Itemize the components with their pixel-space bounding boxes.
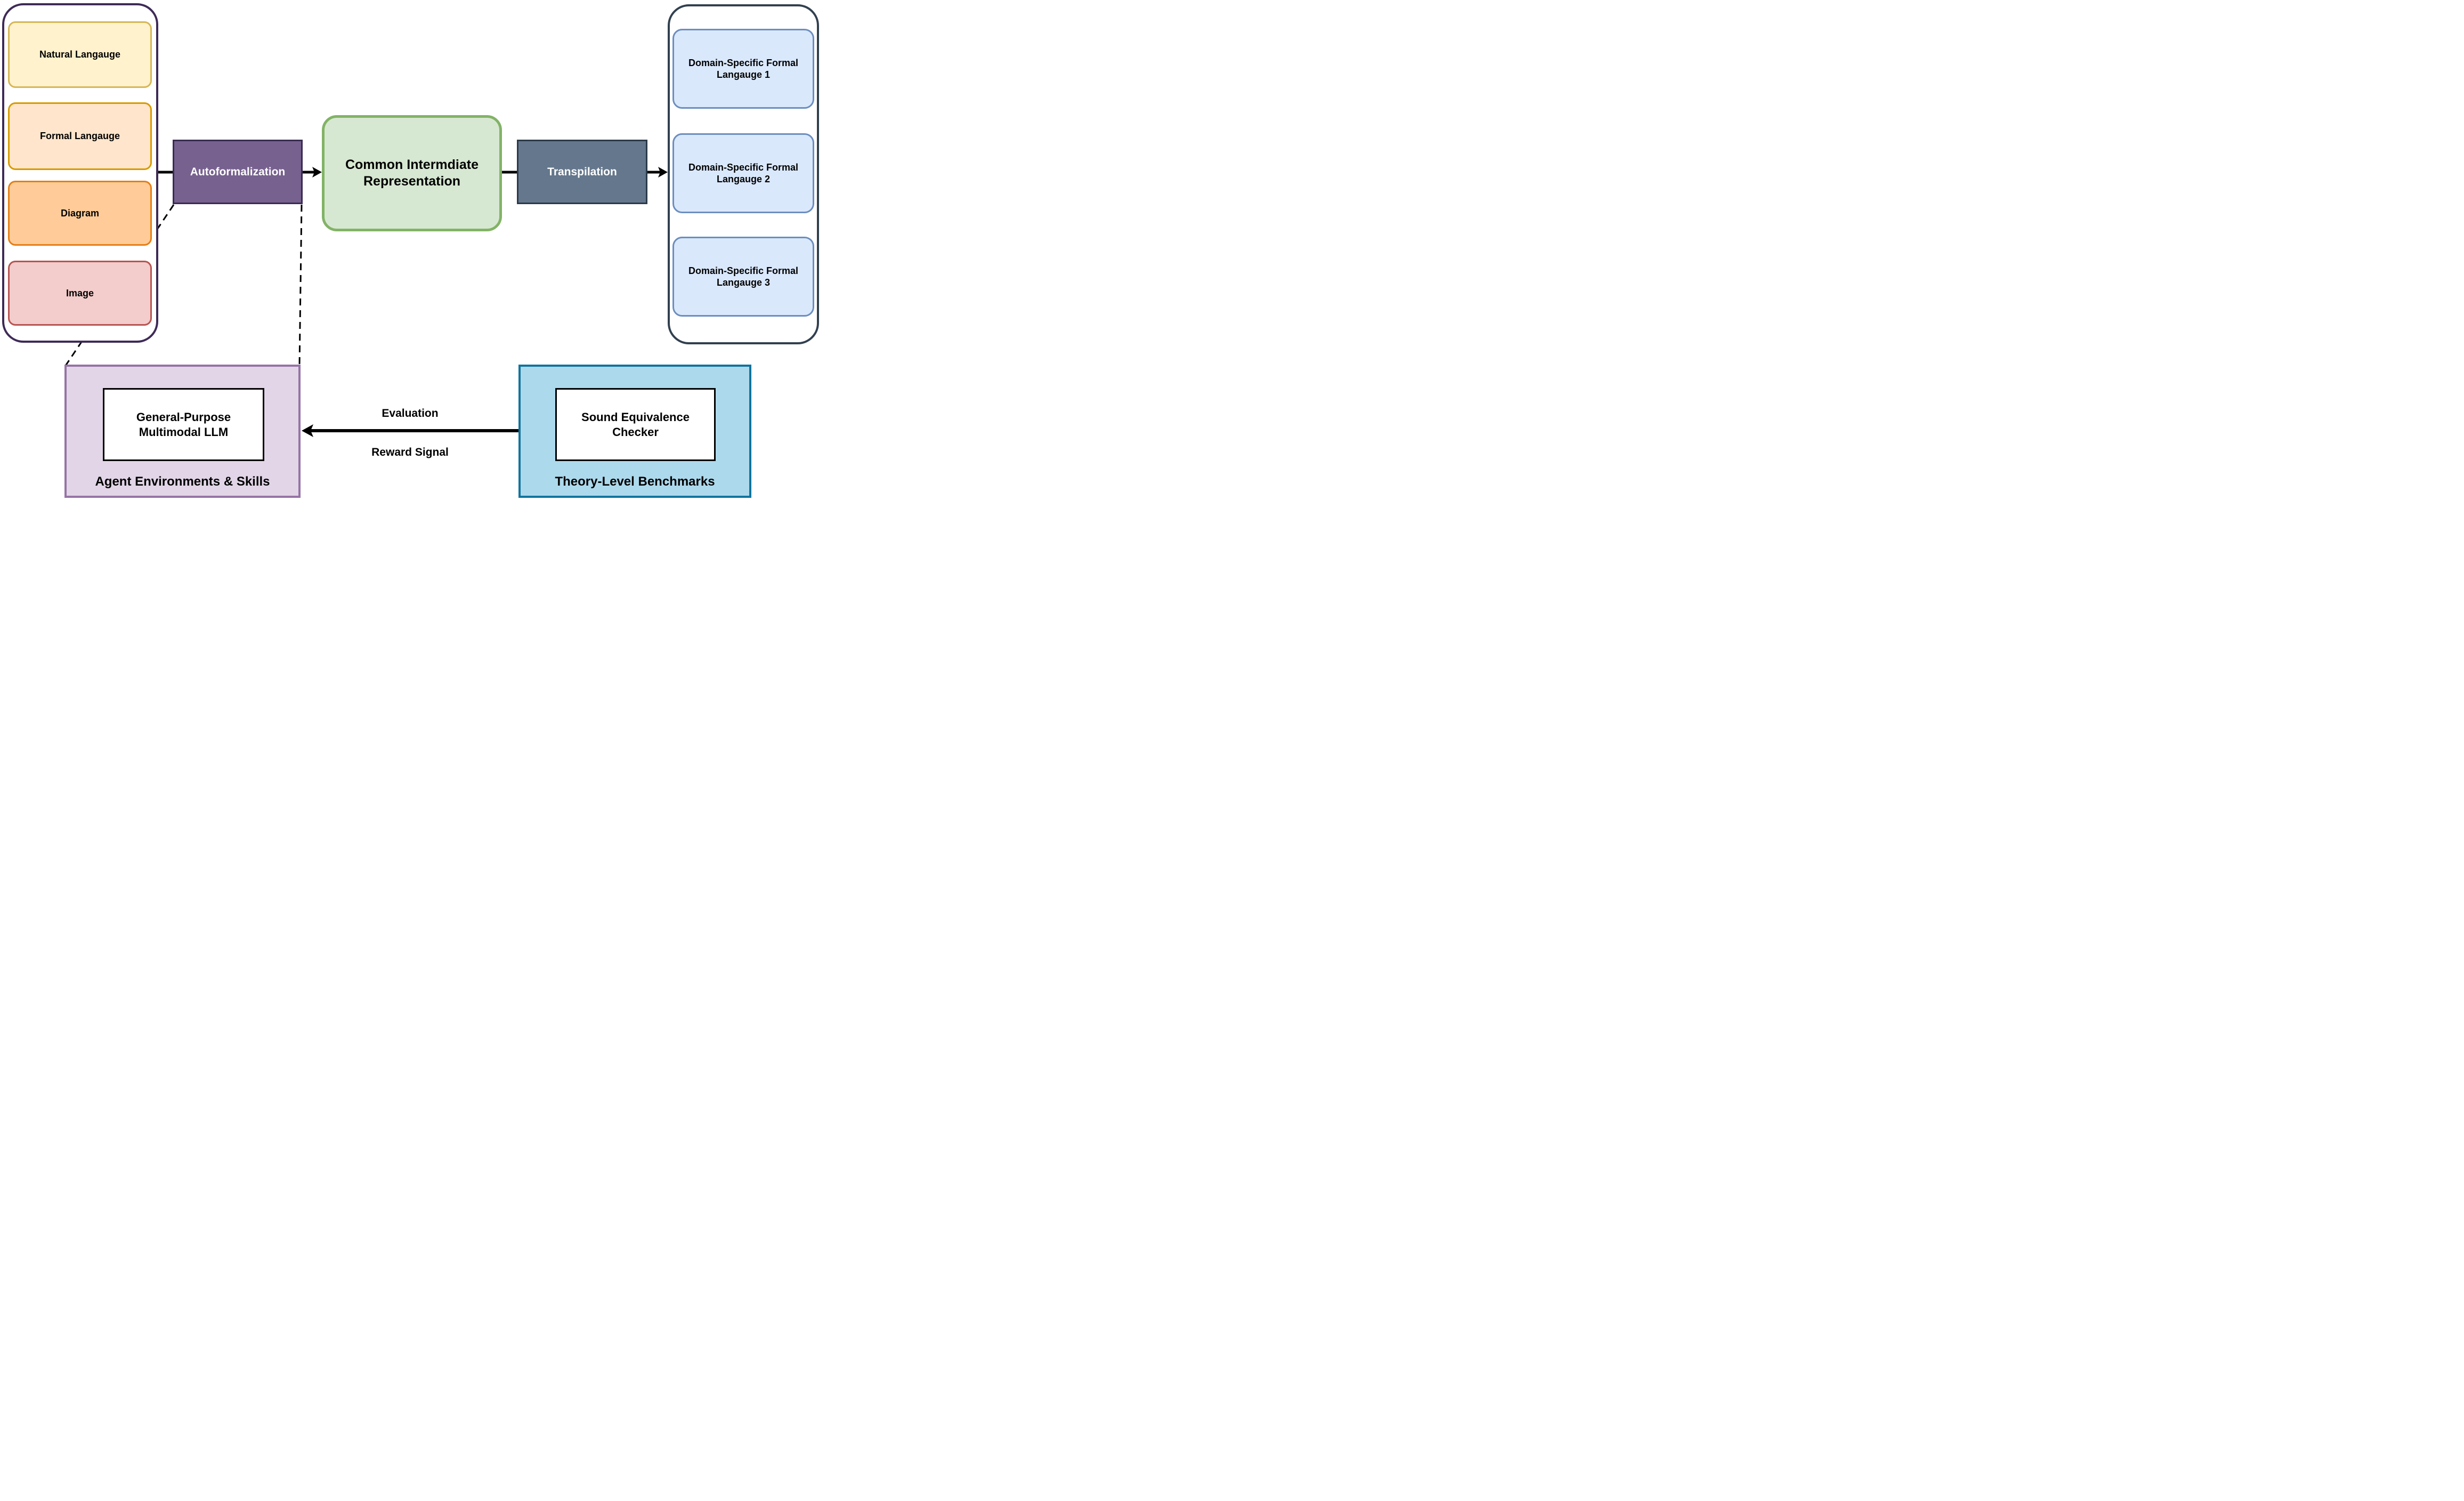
diagram-label: Diagram [60,207,100,219]
equivalence-checker-box: Sound Equivalence Checker [555,388,716,461]
common-intermediate-representation-box: Common Intermdiate Representation [322,115,502,231]
agent-environments-caption: Agent Environments & Skills [95,474,270,489]
arrowhead-to-cir [312,167,322,177]
dashed-line-right [298,204,303,366]
common-intermediate-representation-label: Common Intermdiate Representation [345,157,479,189]
domain-specific-language-1-label: Domain-Specific Formal Langauge 1 [688,57,799,80]
domain-specific-language-1-box: Domain-Specific Formal Langauge 1 [672,29,814,109]
domain-specific-language-3-label: Domain-Specific Formal Langauge 3 [688,265,799,288]
domain-specific-language-2-label: Domain-Specific Formal Langauge 2 [688,162,799,185]
equivalence-checker-label: Sound Equivalence Checker [581,410,690,439]
formal-language-box: Formal Langauge [8,102,152,170]
diagram-canvas: Natural Langauge Formal Langauge Diagram… [0,0,821,501]
formal-language-label: Formal Langauge [39,131,120,142]
natural-language-label: Natural Langauge [39,49,121,60]
evaluation-arrow-label: Evaluation [382,407,439,419]
diagram-box: Diagram [8,181,152,246]
image-label: Image [66,287,94,298]
theory-benchmarks-caption: Theory-Level Benchmarks [555,474,715,489]
arrowhead-to-outputs [658,167,668,177]
transpilation-box: Transpilation [517,140,647,204]
domain-specific-language-2-box: Domain-Specific Formal Langauge 2 [672,133,814,213]
agent-environments-container: General-Purpose Multimodal LLM Agent Env… [64,365,301,498]
multimodal-llm-label: General-Purpose Multimodal LLM [136,410,231,439]
reward-signal-arrow-label: Reward Signal [371,446,449,458]
image-box: Image [8,261,152,326]
multimodal-llm-box: General-Purpose Multimodal LLM [103,388,264,461]
domain-specific-language-3-box: Domain-Specific Formal Langauge 3 [672,237,814,317]
arrowhead-to-agent [302,424,313,437]
autoformalization-label: Autoformalization [190,165,286,178]
autoformalization-box: Autoformalization [173,140,303,204]
natural-language-box: Natural Langauge [8,21,152,88]
theory-benchmarks-container: Sound Equivalence Checker Theory-Level B… [518,365,751,498]
transpilation-label: Transpilation [547,165,617,178]
